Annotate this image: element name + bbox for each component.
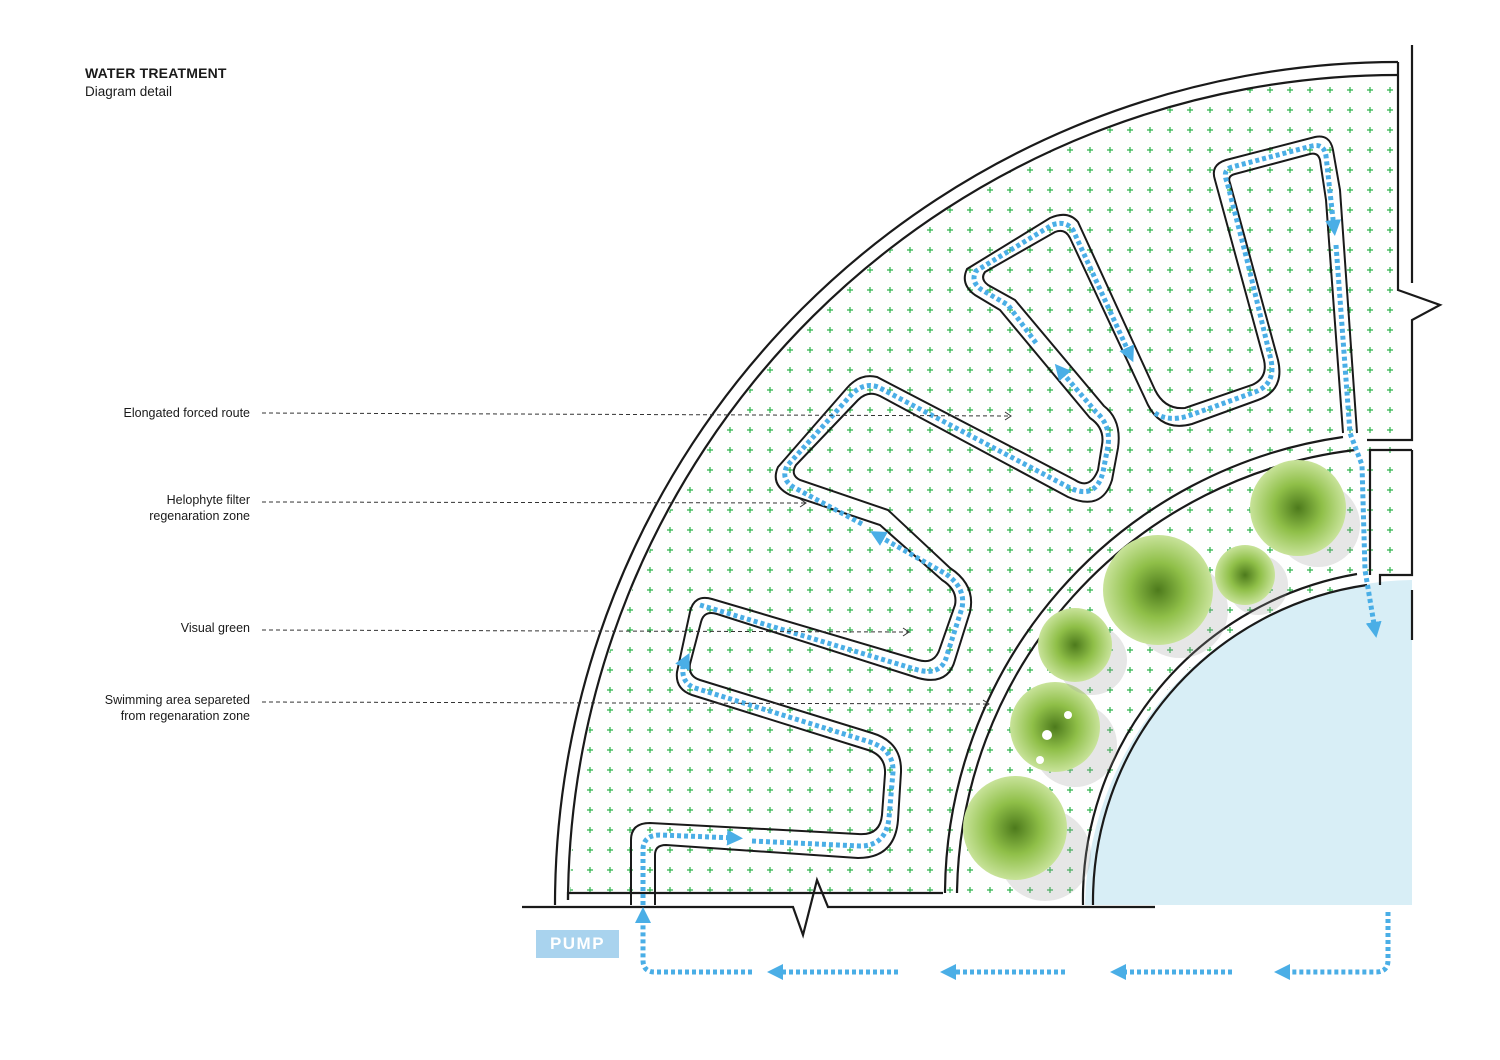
tree-icon <box>1250 460 1360 567</box>
label-elongated-route: Elongated forced route <box>124 405 250 421</box>
leader-arrowheads <box>799 411 1012 709</box>
label-visual-green: Visual green <box>181 620 250 636</box>
leader-lines <box>261 412 1011 705</box>
label-line: Swimming area separeted <box>104 693 250 707</box>
label-line: Elongated forced route <box>123 406 250 420</box>
tree-icon <box>1215 545 1288 615</box>
trees <box>963 460 1360 901</box>
tree-icon <box>963 776 1091 901</box>
flow-arrow-icon <box>634 143 1391 981</box>
pump-badge: PUMP <box>536 930 619 958</box>
label-line: from regenaration zone <box>120 709 250 723</box>
label-helophyte-filter: Helophyte filter regenaration zone <box>149 492 250 524</box>
tree-icon <box>1010 682 1117 787</box>
serpentine-channel <box>630 135 1358 905</box>
tree-icon <box>1103 535 1228 658</box>
swimming-area <box>1085 580 1412 905</box>
regeneration-zone <box>570 75 1400 905</box>
label-line: Visual green <box>180 621 250 635</box>
visual-green-zone <box>943 448 1400 905</box>
label-line: regenaration zone <box>149 509 250 523</box>
diagram-title: WATER TREATMENT <box>85 65 227 81</box>
label-swimming-area: Swimming area separeted from regenaratio… <box>105 692 250 724</box>
diagram-subtitle: Diagram detail <box>85 84 173 99</box>
tree-icon <box>1038 608 1127 695</box>
label-line: Helophyte filter <box>166 493 250 507</box>
